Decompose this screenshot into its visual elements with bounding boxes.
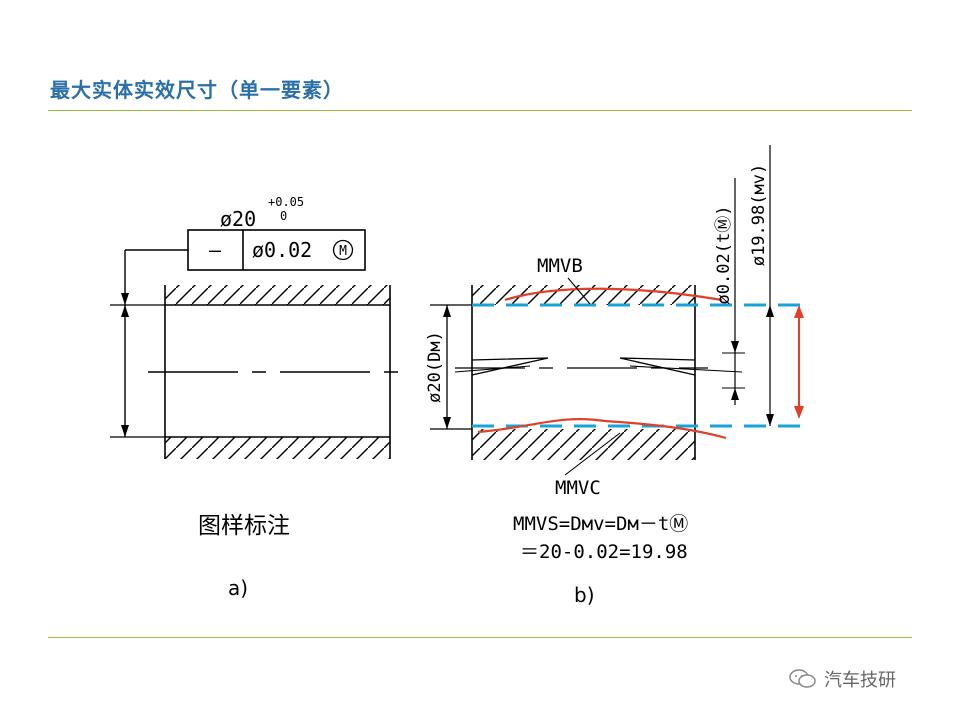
fig-a-top-wall-hatch bbox=[165, 285, 390, 305]
mmc-modifier-icon bbox=[332, 239, 354, 261]
fig-a-bottom-wall-hatch bbox=[165, 437, 390, 459]
fig-b-bottom-wall-hatch bbox=[472, 429, 695, 460]
fig-b-label: b) bbox=[574, 583, 595, 607]
watermark: 汽车技研 bbox=[788, 664, 896, 694]
fig-a-label: a) bbox=[228, 576, 248, 600]
fig-b-dim-virtual: ø19.98(мv) bbox=[749, 164, 769, 266]
fcf-straightness-symbol: — bbox=[209, 238, 222, 262]
feature-control-frame bbox=[187, 229, 366, 271]
watermark-text: 汽车技研 bbox=[824, 670, 896, 691]
fig-a-upper-tolerance: +0.05 bbox=[268, 195, 304, 209]
wechat-icon bbox=[789, 669, 816, 688]
actual-bottom-surface bbox=[477, 418, 727, 440]
formula-line-2: ＝20-0.02=19.98 bbox=[520, 541, 688, 563]
bottom-divider bbox=[48, 637, 912, 638]
fcf-tolerance-value: ø0.02 bbox=[252, 238, 312, 262]
mmvb-label: MMVB bbox=[537, 255, 583, 277]
actual-top-surface bbox=[504, 287, 723, 302]
fig-a-dimension-text: ø20 bbox=[220, 207, 256, 231]
figure-b: ø20(Dм) ø0.02(tⓂ) ø19.98(мv) MMVB MMVC M… bbox=[425, 145, 805, 607]
fcf-modifier-letter: M bbox=[339, 244, 347, 259]
figure-a: — ø0.02 M ø20 +0.05 0 图样标注 a) bbox=[110, 195, 402, 600]
fig-b-dim-left: ø20(Dм) bbox=[425, 331, 445, 403]
fig-a-caption: 图样标注 bbox=[198, 513, 290, 539]
top-divider bbox=[48, 110, 912, 111]
fig-a-lower-tolerance: 0 bbox=[280, 209, 287, 223]
mmvc-label: MMVC bbox=[555, 477, 601, 499]
formula-line-1: MMVS=Dмv=Dм－tⓂ bbox=[513, 513, 688, 535]
slide-title: 最大实体实效尺寸（单一要素） bbox=[50, 78, 344, 102]
fig-b-dim-tolerance: ø0.02(tⓂ) bbox=[714, 206, 734, 305]
